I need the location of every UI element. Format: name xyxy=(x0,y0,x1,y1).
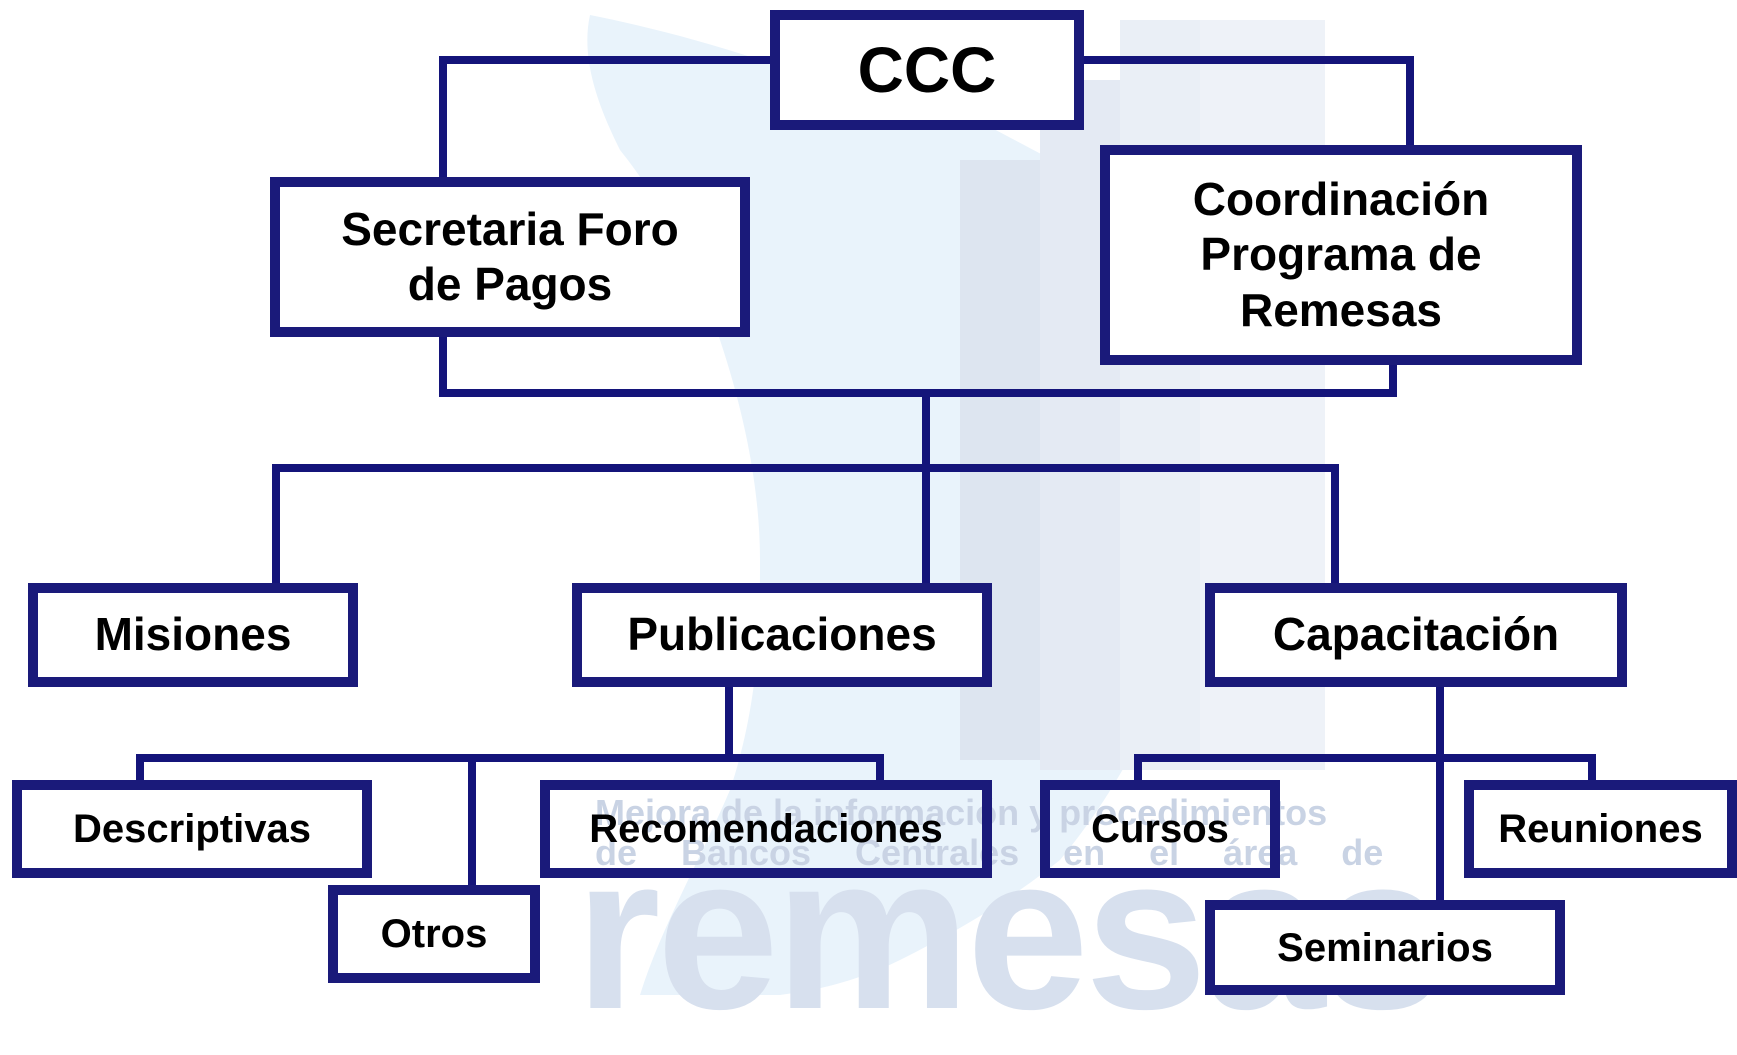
node-capacitacion: Capacitación xyxy=(1205,583,1627,687)
node-descriptivas: Descriptivas xyxy=(12,780,372,878)
node-descriptivas-label: Descriptivas xyxy=(73,807,311,851)
connector-level3-bus xyxy=(272,464,1339,587)
node-secretaria-label: Secretaria Foro de Pagos xyxy=(341,202,679,310)
org-chart: Mejora de la información y procedimiento… xyxy=(12,10,1737,1042)
node-seminarios: Seminarios xyxy=(1205,900,1565,995)
node-reuniones: Reuniones xyxy=(1464,780,1737,878)
node-otros-label: Otros xyxy=(380,912,488,956)
node-secretaria-foro-de-pagos: Secretaria Foro de Pagos xyxy=(270,177,750,337)
node-ccc: CCC xyxy=(770,10,1084,130)
node-recomendaciones: Recomendaciones xyxy=(540,780,992,878)
watermark-line-1: Mejora de la información y procedimiento… xyxy=(595,792,1328,833)
node-ccc-label: CCC xyxy=(857,33,997,106)
node-coordinacion-label: Coordinación Programa de Remesas xyxy=(1192,173,1490,336)
node-seminarios-label: Seminarios xyxy=(1277,925,1493,970)
node-cursos-label: Cursos xyxy=(1091,807,1229,851)
connector-ccc-coordinacion xyxy=(1074,56,1414,152)
node-reuniones-label: Reuniones xyxy=(1498,807,1703,851)
node-cursos: Cursos xyxy=(1040,780,1280,878)
connector-ccc-secretaria xyxy=(439,56,779,186)
node-capacitacion-label: Capacitación xyxy=(1272,608,1560,661)
node-otros: Otros xyxy=(328,885,540,983)
connector-secretaria-bus xyxy=(439,328,1397,397)
node-recomendaciones-label: Recomendaciones xyxy=(589,807,943,851)
node-misiones: Misiones xyxy=(28,583,358,687)
node-misiones-label: Misiones xyxy=(94,608,292,661)
node-publicaciones: Publicaciones xyxy=(572,583,992,687)
node-publicaciones-label: Publicaciones xyxy=(627,608,937,661)
connector-lines xyxy=(136,56,1596,909)
node-coordinacion-programa-remesas: Coordinación Programa de Remesas xyxy=(1100,145,1582,365)
